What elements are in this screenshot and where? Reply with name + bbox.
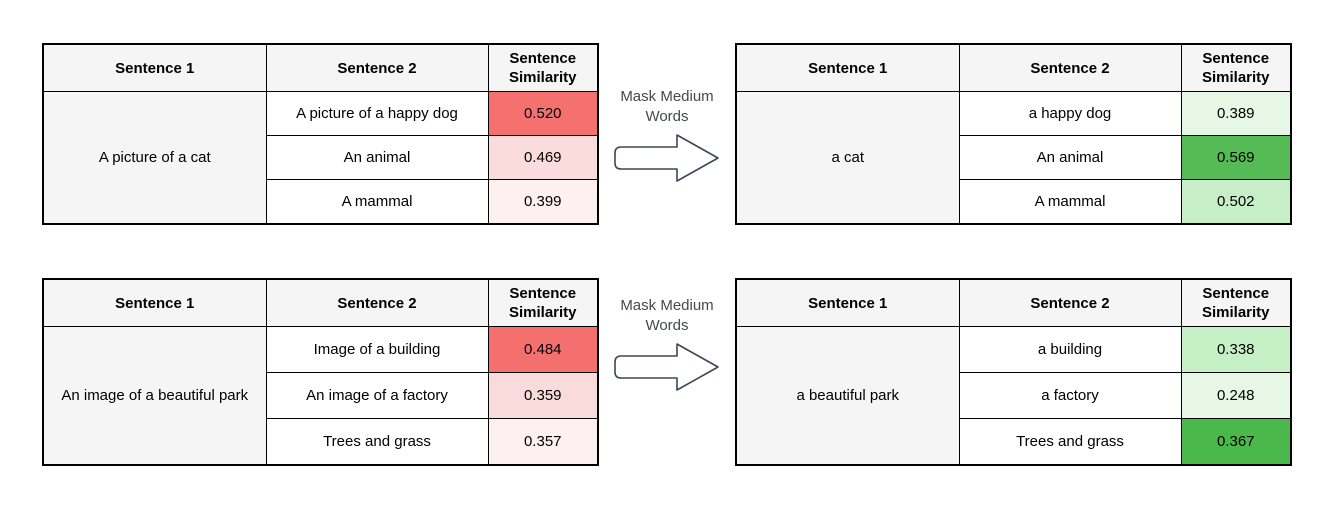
mask-transform-group: Mask Medium Words: [599, 278, 735, 395]
column-header-sentence-1: Sentence 1: [42, 278, 267, 327]
similarity-cell: 0.357: [487, 418, 599, 465]
sentence2-cell: Trees and grass: [958, 418, 1182, 465]
sentence2-cell: An animal: [265, 135, 489, 180]
similarity-table-before-masking: Sentence 1 Sentence 2 Sentence Similarit…: [42, 43, 599, 225]
table-row: A mammal 0.502: [736, 179, 1292, 224]
sentence1-cell: An image of a beautiful park: [42, 326, 267, 465]
table-row: A picture of a cat A picture of a happy …: [42, 91, 599, 224]
table-header-row: Sentence 1 Sentence 2 Sentence Similarit…: [42, 278, 599, 327]
comparison-panel-cat: Sentence 1 Sentence 2 Sentence Similarit…: [42, 43, 1292, 225]
sentence2-cell: An animal: [958, 135, 1182, 180]
sentence1-cell: a beautiful park: [735, 326, 960, 465]
sentence2-cell: Image of a building: [265, 326, 489, 373]
sentence2-cell: A picture of a happy dog: [265, 91, 489, 136]
table-row: An animal 0.569: [736, 135, 1292, 180]
table-row: Trees and grass 0.357: [43, 418, 599, 465]
column-header-sentence-1: Sentence 1: [735, 278, 960, 327]
right-block-arrow-icon: [614, 343, 719, 391]
similarity-table-after-masking: Sentence 1 Sentence 2 Sentence Similarit…: [735, 43, 1292, 225]
column-header-sentence-similarity: Sentence Similarity: [487, 43, 599, 92]
column-header-sentence-similarity: Sentence Similarity: [1180, 43, 1292, 92]
table-row: An image of a factory 0.359: [43, 372, 599, 419]
similarity-cell: 0.338: [1180, 326, 1292, 373]
sentence2-cell: a building: [958, 326, 1182, 373]
column-header-sentence-similarity: Sentence Similarity: [487, 278, 599, 327]
sentence2-cell: Trees and grass: [265, 418, 489, 465]
column-header-sentence-2: Sentence 2: [265, 278, 489, 327]
similarity-table-after-masking: Sentence 1 Sentence 2 Sentence Similarit…: [735, 278, 1292, 466]
similarity-cell: 0.367: [1180, 418, 1292, 465]
similarity-cell: 0.248: [1180, 372, 1292, 419]
table-row: An image of a beautiful park Image of a …: [42, 326, 599, 465]
sentence1-cell: A picture of a cat: [42, 91, 267, 224]
column-header-sentence-similarity: Sentence Similarity: [1180, 278, 1292, 327]
column-header-sentence-1: Sentence 1: [42, 43, 267, 92]
similarity-cell: 0.399: [487, 179, 599, 224]
table-row: a factory 0.248: [736, 372, 1292, 419]
sentence2-cell: A mammal: [958, 179, 1182, 224]
column-header-sentence-2: Sentence 2: [265, 43, 489, 92]
comparison-panel-park: Sentence 1 Sentence 2 Sentence Similarit…: [42, 278, 1292, 466]
arrow-label: Mask Medium Words: [620, 88, 714, 125]
column-header-sentence-2: Sentence 2: [958, 278, 1182, 327]
similarity-cell: 0.484: [487, 326, 599, 373]
column-header-sentence-2: Sentence 2: [958, 43, 1182, 92]
similarity-table-before-masking: Sentence 1 Sentence 2 Sentence Similarit…: [42, 278, 599, 466]
right-block-arrow-icon: [614, 134, 719, 182]
table-row: a beautiful park a building 0.338: [735, 326, 1292, 465]
table-row: A mammal 0.399: [43, 179, 599, 224]
sentence2-cell: a happy dog: [958, 91, 1182, 136]
table-row: a cat a happy dog 0.389: [735, 91, 1292, 224]
mask-transform-group: Mask Medium Words: [599, 43, 735, 186]
sentence2-cell: A mammal: [265, 179, 489, 224]
similarity-cell: 0.502: [1180, 179, 1292, 224]
similarity-cell: 0.569: [1180, 135, 1292, 180]
similarity-cell: 0.389: [1180, 91, 1292, 136]
table-header-row: Sentence 1 Sentence 2 Sentence Similarit…: [735, 278, 1292, 327]
table-row: An animal 0.469: [43, 135, 599, 180]
similarity-cell: 0.359: [487, 372, 599, 419]
table-header-row: Sentence 1 Sentence 2 Sentence Similarit…: [42, 43, 599, 92]
sentence2-cell: a factory: [958, 372, 1182, 419]
sentence1-cell: a cat: [735, 91, 960, 224]
similarity-cell: 0.520: [487, 91, 599, 136]
table-row: Trees and grass 0.367: [736, 418, 1292, 465]
arrow-label: Mask Medium Words: [620, 297, 714, 334]
column-header-sentence-1: Sentence 1: [735, 43, 960, 92]
table-header-row: Sentence 1 Sentence 2 Sentence Similarit…: [735, 43, 1292, 92]
sentence2-cell: An image of a factory: [265, 372, 489, 419]
similarity-cell: 0.469: [487, 135, 599, 180]
